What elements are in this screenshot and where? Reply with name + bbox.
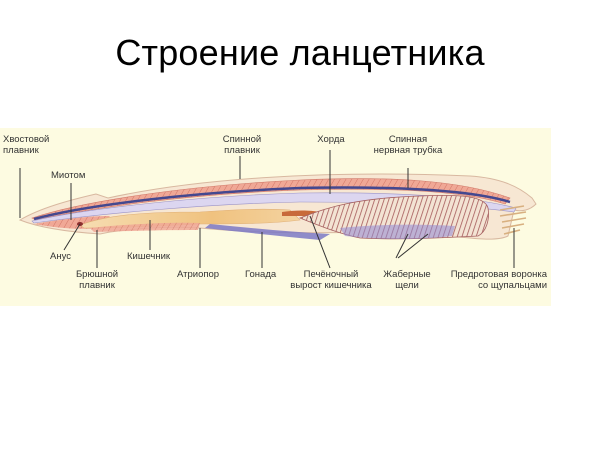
- label-gill-slits: Жаберные щели: [383, 269, 431, 291]
- label-atriopore: Атриопор: [177, 269, 220, 280]
- nerve-cord-shape: [33, 186, 511, 221]
- label-myotome: Миотом: [51, 170, 86, 181]
- pharynx-blue: [340, 224, 455, 239]
- label-gonad: Гонада: [245, 269, 277, 280]
- label-nerve-cord: Спинная нервная трубка: [373, 134, 443, 156]
- label-ventral-fin: Брюшной плавник: [75, 269, 119, 291]
- label-oral-hood: Предротовая воронка со щупальцами: [450, 269, 547, 291]
- oral-tentacles: [499, 205, 527, 235]
- label-anus: Анус: [50, 251, 71, 262]
- label-dorsal-fin: Спинной плавник: [222, 134, 262, 156]
- gonad-band: [205, 224, 330, 240]
- label-tail-fin: Хвостовой плавник: [3, 134, 50, 156]
- label-hepatic-caecum: Печёночный вырост кишечника: [290, 269, 372, 291]
- slide-title: Строение ланцетника: [115, 32, 485, 73]
- leader-lines: [19, 150, 515, 269]
- label-intestine: Кишечник: [127, 251, 171, 262]
- lancelet-body-illustration: [18, 150, 537, 269]
- lancelet-diagram: Хвостовой плавник Миотом Спинной плавник…: [0, 128, 551, 306]
- label-notochord: Хорда: [317, 134, 345, 145]
- ventral-hatch-lower: [90, 222, 200, 232]
